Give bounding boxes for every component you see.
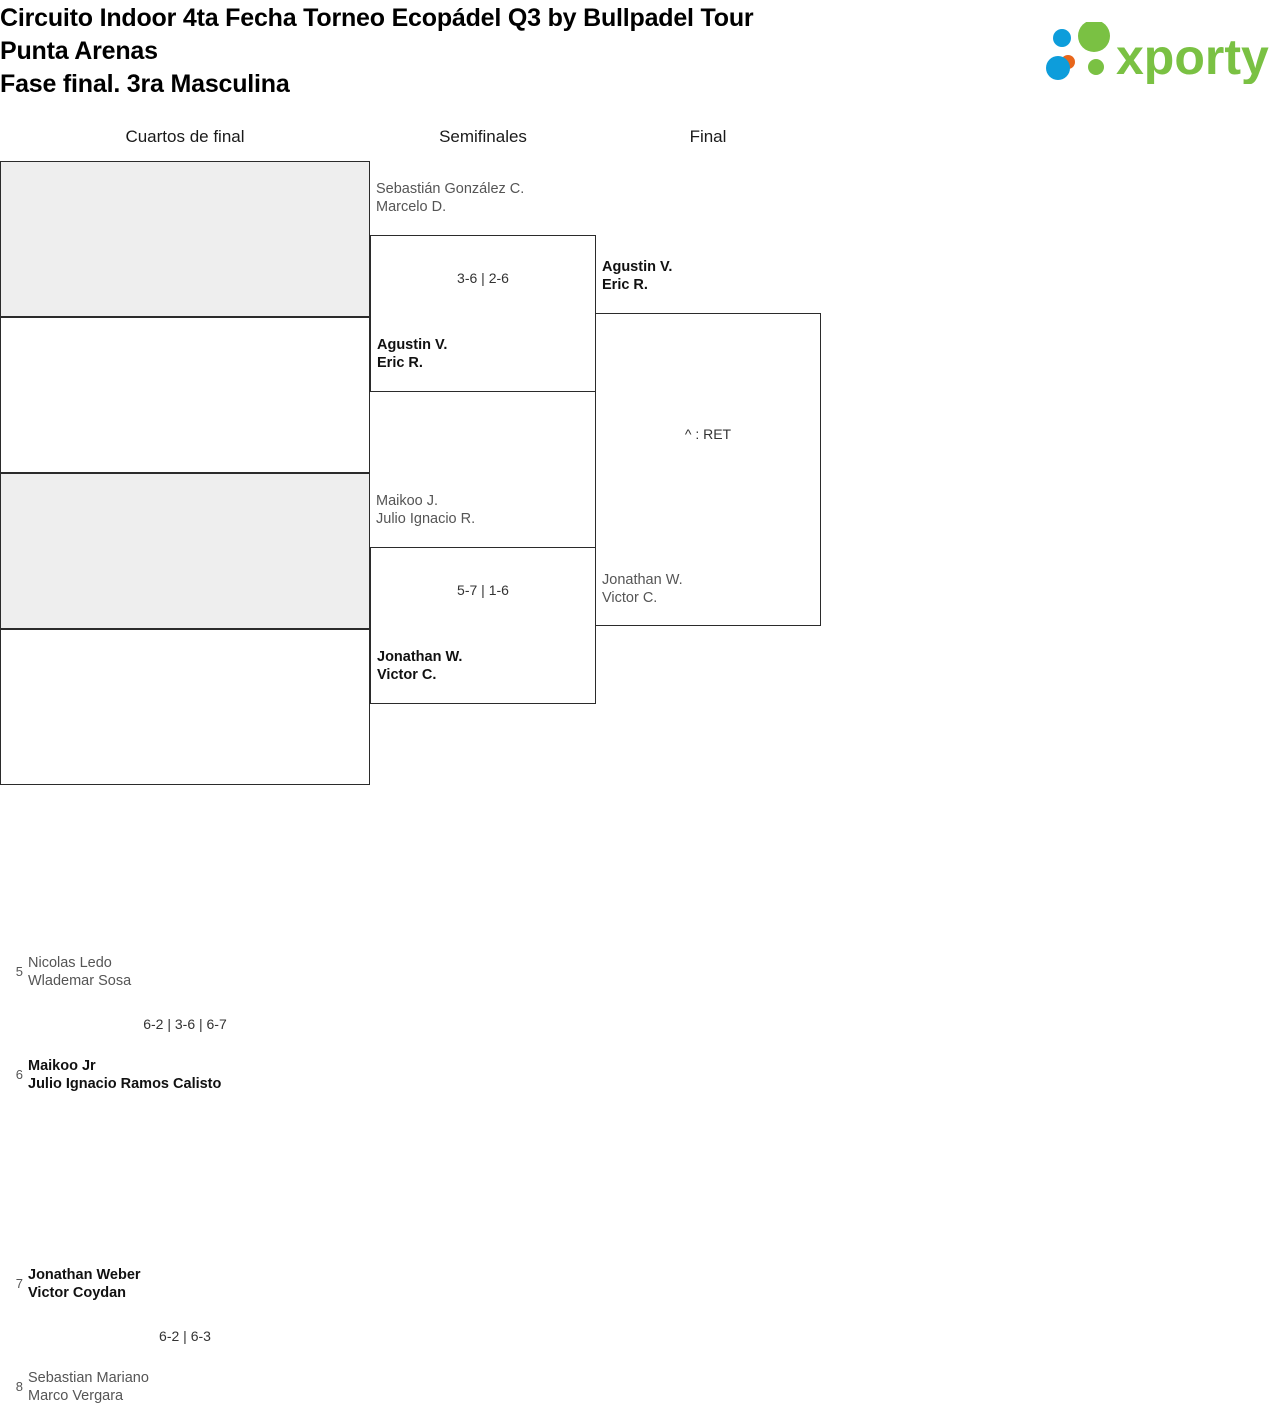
logo-dot-green-large [1078,22,1110,52]
match-box-quarterfinal-2[interactable]: 3 Rodrigo Briones Luna Julio Ovando Yutr… [0,317,370,780]
round-header-quarterfinals: Cuartos de final [125,127,245,146]
team-names: Jonathan Weber Victor Coydan [28,1267,141,1301]
team-names-semifinal-2-bottom: Jonathan W. Victor C. [377,649,463,683]
match-score: 3-6 | 2-6 [457,270,509,286]
seed-number: 6 [15,1067,23,1082]
page-title: Circuito Indoor 4ta Fecha Torneo Ecopáde… [0,4,754,98]
team-names-semifinal-1-bottom: Agustin V. Eric R. [377,337,448,371]
team-names-semifinal-2-top: Maikoo J. Julio Ignacio R. [376,493,476,527]
round-header-final: Final [689,127,727,146]
seed-number: 8 [15,1379,23,1394]
logo-wordmark: xporty [1116,29,1269,84]
match-box-quarterfinal-3[interactable]: 5 Nicolas Ledo Wlademar Sosa 6-2 | 3-6 |… [0,473,370,1092]
match-box-semifinal-2[interactable]: 5-7 | 1-6 Jonathan W. Victor C. [370,547,596,704]
team-names-final-top: Agustin V. Eric R. [602,259,673,293]
match-score: ^ : RET [684,426,732,442]
seed-number: 7 [15,1276,23,1291]
logo-dot-blue-small [1053,29,1071,47]
round-header-semifinals: Semifinales [439,127,527,146]
logo-dot-green-small [1088,59,1104,75]
match-box-quarterfinal-4[interactable]: 7 Jonathan Weber Victor Coydan 6-2 | 6-3… [0,629,370,1404]
match-box-semifinal-1[interactable]: 3-6 | 2-6 Agustin V. Eric R. [370,235,596,392]
team-names: Sebastian Mariano Marco Vergara [28,1370,149,1404]
match-box-final[interactable]: ^ : RET Jonathan W. Victor C. [595,313,821,626]
team-names-semifinal-1-top: Sebastián González C. Marcelo D. [376,181,525,215]
team-names: Maikoo Jr Julio Ignacio Ramos Calisto [28,1058,222,1092]
xporty-logo: xporty [1040,22,1280,84]
logo-dot-blue-large [1046,56,1070,80]
seed-number: 5 [15,964,23,979]
team-names-final-bottom: Jonathan W. Victor C. [602,572,683,606]
match-score: 6-2 | 6-3 [159,1328,211,1344]
match-score: 5-7 | 1-6 [457,582,509,598]
match-box-quarterfinal-1[interactable]: 1 Sebastian Valladares Rodrigo Diaz 6-7 … [0,161,370,468]
match-score: 6-2 | 3-6 | 6-7 [143,1016,227,1032]
team-names: Nicolas Ledo Wlademar Sosa [28,955,132,989]
